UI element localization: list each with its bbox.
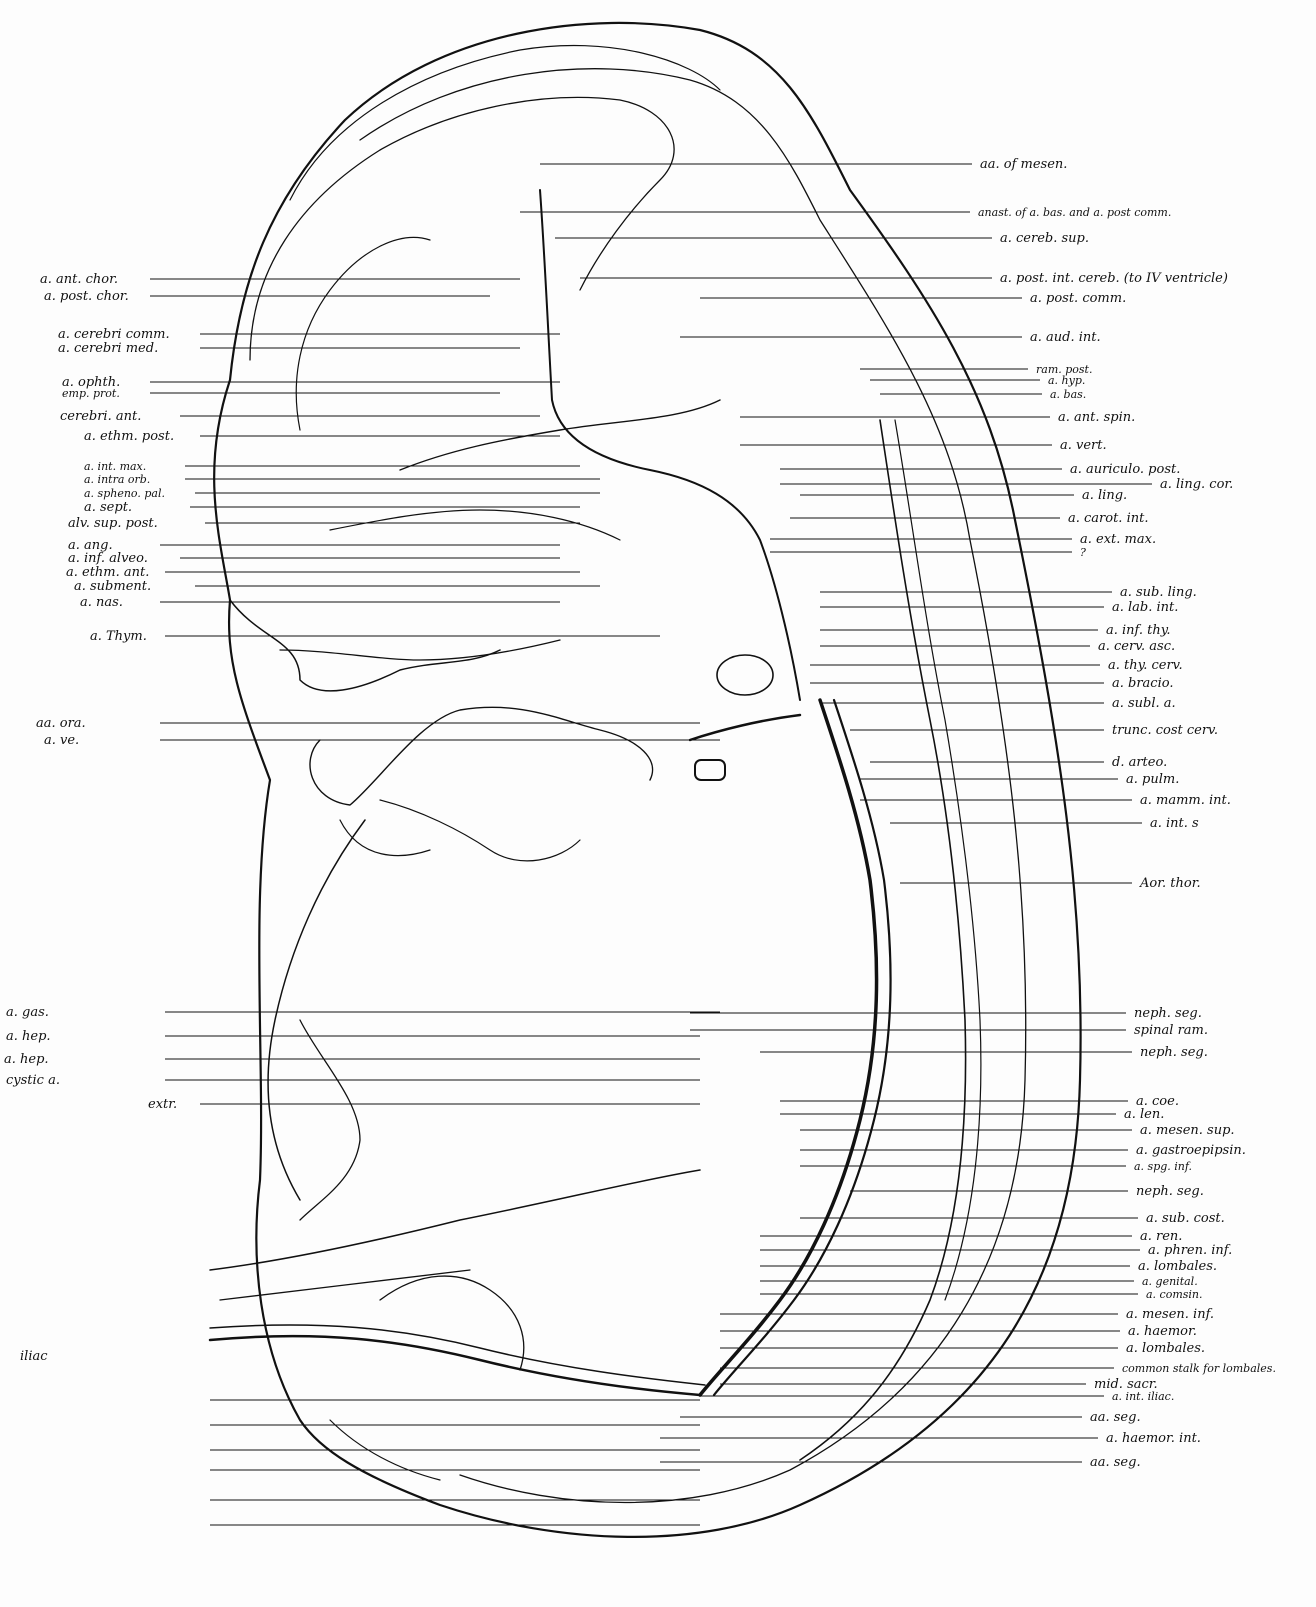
left-label: a. hep.: [4, 1052, 49, 1067]
right-label: a. aud. int.: [1030, 330, 1101, 345]
left-label: a. sept.: [84, 500, 132, 515]
left-label: a. Thym.: [90, 629, 147, 644]
right-label: a. int. iliac.: [1112, 1390, 1174, 1403]
right-label: ?: [1080, 546, 1086, 559]
left-label: a. cerebri med.: [58, 341, 158, 356]
right-label: a. subl. a.: [1112, 696, 1176, 711]
embryo-outline: [210, 23, 1081, 1537]
right-label: spinal ram.: [1134, 1023, 1208, 1038]
right-label: neph. seg.: [1140, 1045, 1208, 1060]
left-label: a. nas.: [80, 595, 123, 610]
right-label: neph. seg.: [1136, 1184, 1204, 1199]
right-label: a. sub. cost.: [1146, 1211, 1225, 1226]
right-label: a. haemor.: [1128, 1324, 1197, 1339]
right-label: anast. of a. bas. and a. post comm.: [978, 206, 1171, 219]
right-label: a. ren.: [1140, 1229, 1182, 1244]
left-label: a. cerebri comm.: [58, 327, 170, 342]
right-label: a. ant. spin.: [1058, 410, 1135, 425]
right-label: a. bracio.: [1112, 676, 1173, 691]
right-label: a. len.: [1124, 1107, 1164, 1122]
right-label: a. carot. int.: [1068, 511, 1148, 526]
left-label: a. subment.: [74, 579, 151, 594]
left-label: a. hep.: [6, 1029, 51, 1044]
right-label: a. mesen. inf.: [1126, 1307, 1214, 1322]
right-label: a. lab. int.: [1112, 600, 1178, 615]
right-label: d. arteo.: [1112, 755, 1167, 770]
right-label: a. cerv. asc.: [1098, 639, 1175, 654]
right-label: a. gastroepipsin.: [1136, 1143, 1246, 1158]
left-label: a. ant. chor.: [40, 272, 118, 287]
right-label: a. cereb. sup.: [1000, 231, 1089, 246]
right-label: a. sub. ling.: [1120, 585, 1197, 600]
left-label: a. gas.: [6, 1005, 49, 1020]
left-label: cystic a.: [6, 1073, 60, 1088]
left-labels: a. ant. chor. a. post. chor. a. cerebri co…: [4, 272, 177, 1364]
right-leader-lines: [520, 164, 1152, 1462]
right-label: a. phren. inf.: [1148, 1243, 1232, 1258]
right-label: a. post. int. cereb. (to IV ventricle): [1000, 271, 1228, 286]
left-label: a. intra orb.: [84, 473, 150, 486]
right-label: a. spg. inf.: [1134, 1160, 1192, 1173]
right-label: a. ling. cor.: [1160, 477, 1233, 492]
right-label: a. mamm. int.: [1140, 793, 1231, 808]
right-label: neph. seg.: [1134, 1006, 1202, 1021]
right-label: a. bas.: [1050, 388, 1086, 401]
right-labels: aa. of mesen. anast. of a. bas. and a. po…: [978, 157, 1276, 1470]
right-label: a. post. comm.: [1030, 291, 1126, 306]
right-label: a. hyp.: [1048, 374, 1085, 387]
right-label: a. vert.: [1060, 438, 1107, 453]
left-label: a. ethm. post.: [84, 429, 174, 444]
right-label: a. int. s: [1150, 816, 1199, 831]
left-label: aa. ora.: [36, 716, 86, 731]
left-label: a. spheno. pal.: [84, 487, 165, 500]
right-label: a. auriculo. post.: [1070, 462, 1180, 477]
right-label: aa. seg.: [1090, 1410, 1141, 1425]
right-label: common stalk for lombales.: [1122, 1362, 1276, 1375]
left-label: extr.: [148, 1097, 177, 1112]
right-label: a. haemor. int.: [1106, 1431, 1201, 1446]
left-label: a. int. max.: [84, 460, 146, 473]
left-label: emp. prot.: [62, 387, 120, 400]
right-label: a. mesen. sup.: [1140, 1123, 1235, 1138]
right-label: trunc. cost cerv.: [1112, 723, 1218, 738]
right-label: aa. seg.: [1090, 1455, 1141, 1470]
right-label: Aor. thor.: [1139, 876, 1201, 891]
left-label: a. inf. alveo.: [68, 551, 148, 566]
right-label: a. lombales.: [1138, 1259, 1217, 1274]
right-label: a. thy. cerv.: [1108, 658, 1183, 673]
left-label: alv. sup. post.: [68, 516, 158, 531]
left-label: a. ethm. ant.: [66, 565, 149, 580]
right-label: a. lombales.: [1126, 1341, 1205, 1356]
left-label: a. ve.: [44, 733, 79, 748]
right-label: a. ling.: [1082, 488, 1127, 503]
right-label: a. comsin.: [1146, 1288, 1203, 1301]
left-label: cerebri. ant.: [60, 409, 141, 424]
left-label: iliac: [20, 1349, 48, 1364]
right-label: a. inf. thy.: [1106, 623, 1171, 638]
right-label: a. pulm.: [1126, 772, 1179, 787]
left-label: a. post. chor.: [44, 289, 129, 304]
right-label: aa. of mesen.: [980, 157, 1067, 172]
right-label: a. ext. max.: [1080, 532, 1156, 547]
right-label: a. genital.: [1142, 1275, 1198, 1288]
